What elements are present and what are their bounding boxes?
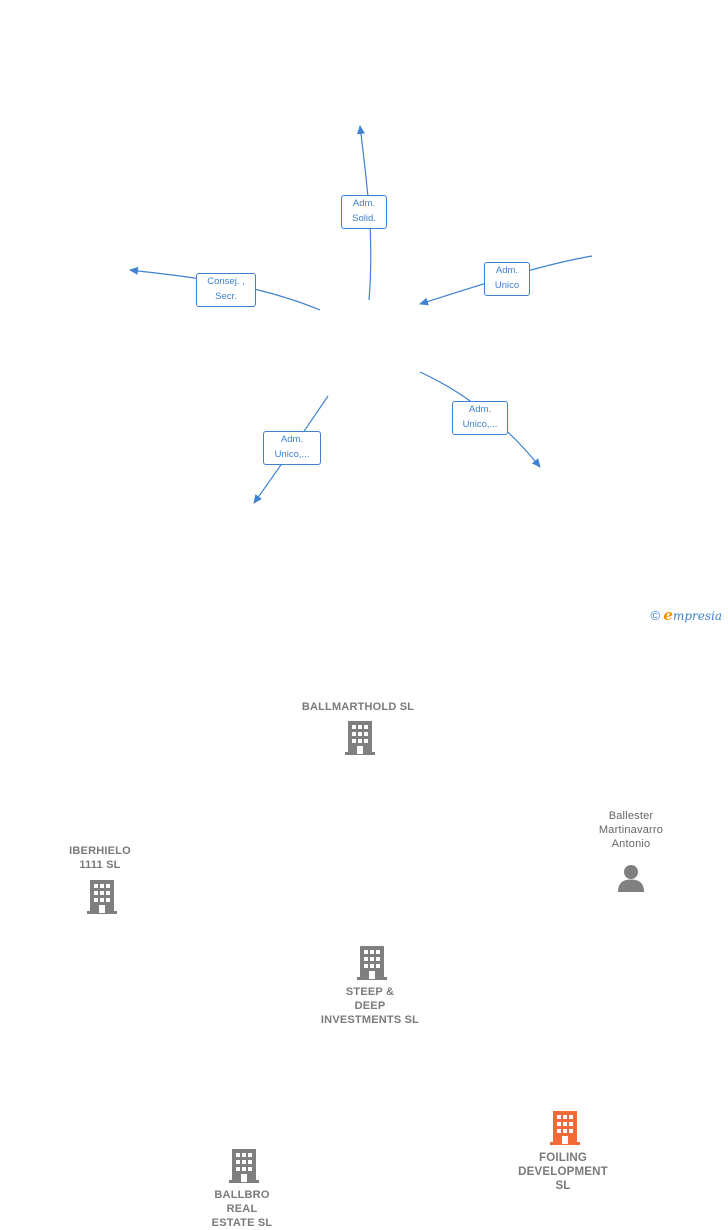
building-icon <box>550 1111 580 1145</box>
edge-label-adm-unico-ballbro[interactable]: Adm. Unico,... <box>263 431 321 465</box>
person-icon <box>618 865 644 892</box>
node-ballester-label: Ballester Martinavarro Antonio <box>598 810 664 850</box>
edge-label-adm-unico-foiling[interactable]: Adm. Unico,... <box>452 401 508 435</box>
building-icon <box>345 721 375 755</box>
edge-label-adm-solid[interactable]: Adm. Solid. <box>341 195 387 229</box>
edge-label-consej-secr[interactable]: Consej. , Secr. <box>196 273 256 307</box>
footer-brand[interactable]: © empresia <box>650 606 722 624</box>
building-icon <box>87 880 117 914</box>
edge-label-adm-unico-ballester[interactable]: Adm. Unico <box>484 262 530 296</box>
node-foiling-label: FOILING DEVELOPMENT SL <box>518 1152 608 1192</box>
node-steep-deep-label: STEEP & DEEP INVESTMENTS SL <box>320 986 420 1026</box>
node-iberhielo-label: IBERHIELO 1111 SL <box>69 845 131 871</box>
relationship-diagram: BALLMARTHOLD SL IBERHIELO 1111 SL <box>69 125 722 1229</box>
brand-logo-text: mpresia <box>672 609 722 623</box>
brand-logo-initial: e <box>663 606 673 624</box>
node-ballmarthold-label: BALLMARTHOLD SL <box>301 701 415 713</box>
edges-layer <box>129 125 593 504</box>
copyright-symbol: © <box>650 608 661 623</box>
building-icon <box>357 946 387 980</box>
node-ballbro-label: BALLBRO REAL ESTATE SL <box>211 1189 273 1229</box>
building-icon <box>229 1149 259 1183</box>
